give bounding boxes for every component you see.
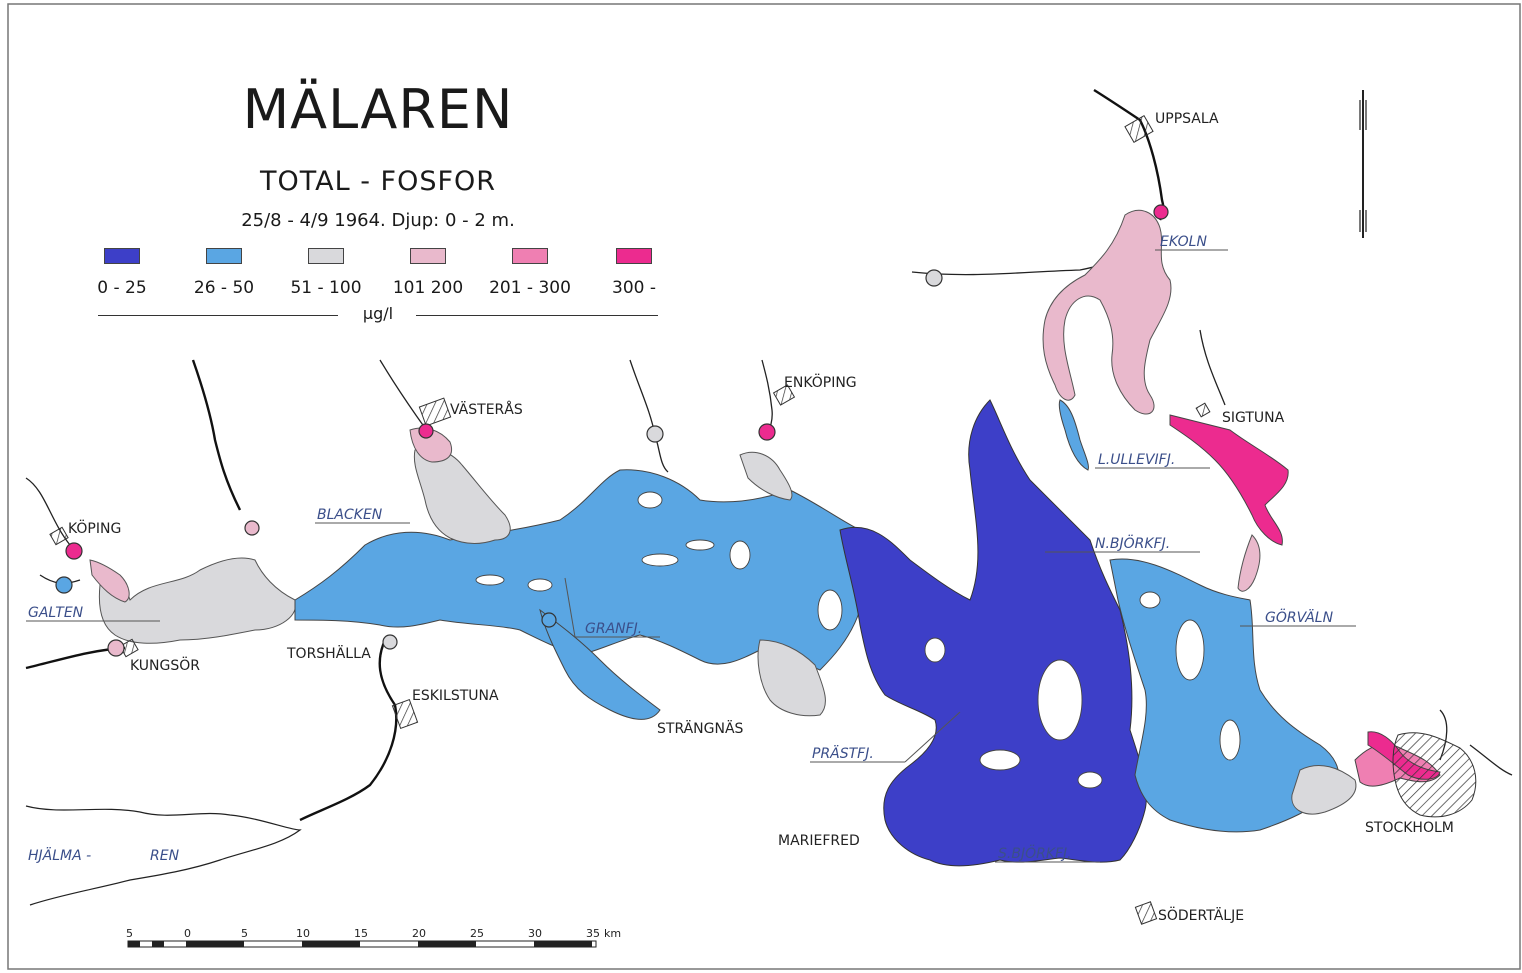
town-marker-uppsala: [1124, 115, 1154, 143]
scale-bar: 5 0 5 10 15 20 25 30 35 km: [126, 927, 621, 948]
town-marker-koping: [49, 526, 69, 546]
map-title: MÄLAREN: [242, 78, 514, 141]
label-ekoln: EKOLN: [1160, 234, 1207, 250]
lake-region-bjorkfjarden: [839, 399, 1147, 867]
legend-label: 101 200: [392, 278, 464, 298]
lake-region-galten: [98, 557, 297, 644]
label-stockholm: STOCKHOLM: [1365, 820, 1454, 836]
label-sodertalje: SÖDERTÄLJE: [1158, 906, 1244, 924]
legend-item: 26 - 50: [164, 248, 284, 298]
label-lullevifj: L.ULLEVIFJ.: [1098, 452, 1175, 468]
legend-item: 300 -: [574, 248, 694, 298]
lake-region-lullevifj: [1058, 399, 1089, 471]
label-sbjorkfj: S.BJÖRKFJ.: [998, 844, 1072, 862]
legend-label: 201 - 300: [489, 278, 571, 298]
label-koping: KÖPING: [68, 519, 121, 537]
lake-region-vasteras: [413, 447, 511, 544]
legend-label: 26 - 50: [193, 278, 255, 298]
town-marker-sodertalje: [1134, 901, 1158, 925]
lake-region-sigtuna-pink: [1237, 534, 1261, 592]
islands: [475, 491, 1241, 789]
north-arrow: [1359, 90, 1367, 238]
label-mariefred: MARIEFRED: [778, 833, 860, 849]
scale-tick-label: 25: [470, 927, 484, 940]
scale-tick-label: 15: [354, 927, 368, 940]
hjalmaren-outline: [25, 805, 302, 906]
legend-item: 0 - 25: [62, 248, 182, 298]
scale-tick-label: 5: [241, 927, 248, 940]
lake-region-granfj: [539, 608, 661, 720]
legend-item: 51 - 100: [266, 248, 386, 298]
label-prastfj: PRÄSTFJ.: [812, 744, 874, 762]
sample-stations: [55, 204, 1169, 657]
label-granfj: GRANFJ.: [585, 621, 642, 637]
label-ren: REN: [150, 848, 180, 864]
legend-item: 201 - 300: [470, 248, 590, 298]
legend-swatch: [410, 248, 446, 264]
lake-region-strangnas: [757, 639, 826, 717]
legend-swatch: [206, 248, 242, 264]
label-sigtuna: SIGTUNA: [1222, 410, 1285, 426]
label-strangnas: STRÄNGNÄS: [657, 719, 744, 737]
scale-tick-label: 0: [184, 927, 191, 940]
legend-item: 101 200: [368, 248, 488, 298]
town-marker-enkoping: [772, 384, 796, 406]
town-markers: [49, 115, 1211, 925]
scale-unit: km: [604, 927, 621, 940]
legend-swatch: [616, 248, 652, 264]
lake-region-koping: [89, 559, 130, 603]
legend-swatch: [308, 248, 344, 264]
label-kungsor: KUNGSÖR: [130, 656, 200, 674]
map-subtitle: TOTAL - FOSFOR: [259, 166, 497, 197]
map-dates: 25/8 - 4/9 1964. Djup: 0 - 2 m.: [241, 210, 515, 231]
lake-region-eastgrey: [1291, 765, 1357, 815]
label-enkoping: ENKÖPING: [784, 373, 857, 391]
legend-swatch: [512, 248, 548, 264]
legend-unit: µg/l: [362, 304, 394, 323]
scale-tick-label: 35: [586, 927, 600, 940]
leader-lines: [26, 249, 1356, 863]
lake-region-sigtuna: [1169, 414, 1289, 546]
label-hjalma: HJÄLMA -: [28, 846, 91, 864]
label-uppsala: UPPSALA: [1155, 111, 1219, 127]
label-torshalla: TORSHÄLLA: [286, 644, 371, 662]
town-marker-vasteras: [418, 397, 452, 427]
legend-label: 51 - 100: [290, 278, 362, 298]
legend-label: 0 - 25: [97, 278, 147, 298]
lake-region-enkoping: [739, 451, 793, 501]
legend-unit-line: µg/l: [98, 304, 658, 326]
label-galten: GALTEN: [28, 605, 84, 621]
map-border: [7, 3, 1521, 970]
label-gorvaln: GÖRVÄLN: [1265, 608, 1334, 626]
city-stockholm: [1392, 732, 1477, 818]
lake-region-blacken: [294, 469, 867, 671]
label-nbjorkfj: N.BJÖRKFJ.: [1095, 534, 1170, 552]
legend-label: 300 -: [612, 278, 656, 298]
town-marker-eskilstuna: [391, 699, 419, 729]
legend-swatch: [104, 248, 140, 264]
label-vasteras: VÄSTERÅS: [450, 400, 523, 418]
label-blacken: BLACKEN: [317, 507, 383, 523]
scale-tick-label: 10: [296, 927, 310, 940]
label-eskilstuna: ESKILSTUNA: [412, 688, 499, 704]
lake-region-ekoln: [1042, 210, 1172, 415]
scale-tick-label: 5: [126, 927, 133, 940]
town-marker-sigtuna: [1195, 402, 1211, 418]
scale-tick-label: 20: [412, 927, 426, 940]
scale-tick-label: 30: [528, 927, 542, 940]
